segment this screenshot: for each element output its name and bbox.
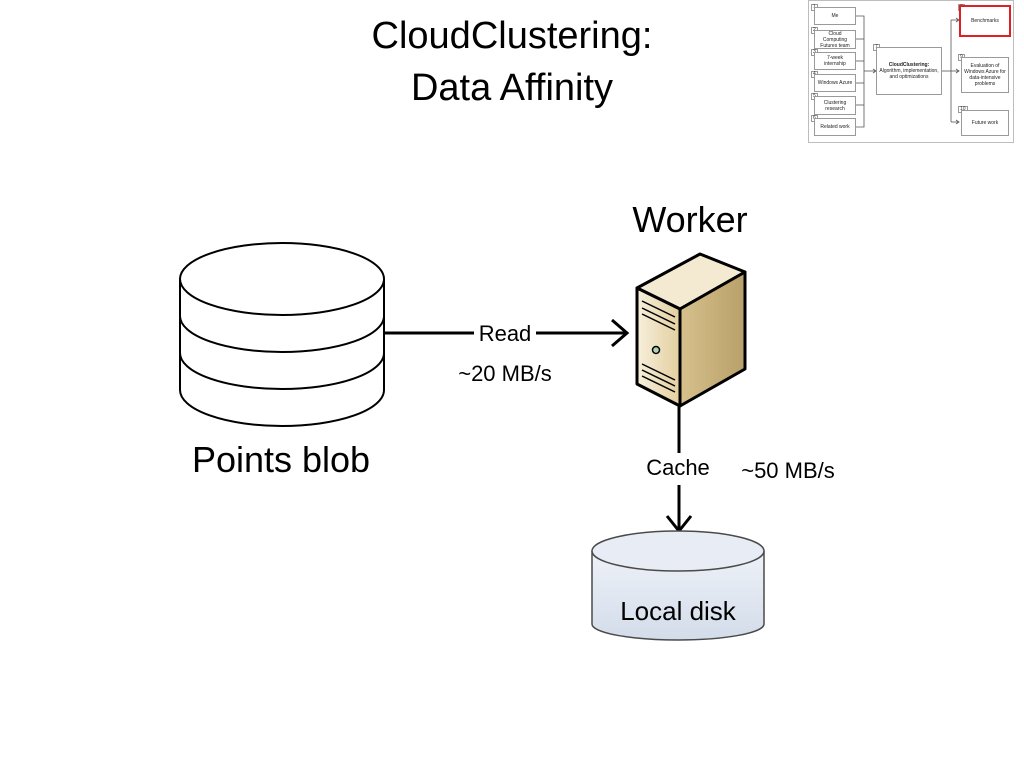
thumb-item-me[interactable]: Me <box>814 7 856 25</box>
thumb-item-evaluation[interactable]: Evaluation of Windows Azure for data-int… <box>961 57 1009 93</box>
thumb-item-related-work[interactable]: Related work <box>814 118 856 136</box>
thumb-item-cloudclustering[interactable]: CloudClustering: Algorithm, implementati… <box>876 47 942 95</box>
read-label: Read <box>479 321 532 346</box>
title-line-1: CloudClustering: <box>371 15 653 57</box>
thumb-item-benchmarks[interactable]: Benchmarks <box>959 5 1011 37</box>
cache-label: Cache <box>646 455 710 480</box>
thumb-item-cloud-computing-futures[interactable]: Cloud Computing Futures team <box>814 30 856 49</box>
thumb-center-title: CloudClustering: <box>888 62 930 68</box>
points-blob-label: Points blob <box>192 439 370 480</box>
thumb-item-windows-azure[interactable]: Windows Azure <box>814 74 856 92</box>
thumb-item-internship[interactable]: 7-week internship <box>814 52 856 70</box>
title-line-2: Data Affinity <box>410 67 614 109</box>
thumb-item-future-work[interactable]: Future work <box>961 110 1009 136</box>
read-rate-label: ~20 MB/s <box>458 361 552 386</box>
thumb-item-clustering-research[interactable]: Clustering research <box>814 96 856 115</box>
worker-server-icon <box>635 252 747 408</box>
cache-rate-label: ~50 MB/s <box>741 458 835 483</box>
local-disk-label: Local disk <box>620 596 737 626</box>
thumbnail-connectors <box>856 15 960 128</box>
read-arrow <box>384 318 630 348</box>
worker-label: Worker <box>632 199 747 240</box>
slide-title: CloudClustering: Data Affinity <box>0 10 1024 114</box>
local-disk-icon <box>591 530 765 641</box>
points-blob-database-icon <box>179 242 385 427</box>
thumb-center-label: Algorithm, implementation, and optimizat… <box>879 68 939 80</box>
agenda-thumbnail-map: 1 Me 2 Cloud Computing Futures team 3 7-… <box>808 0 1014 143</box>
